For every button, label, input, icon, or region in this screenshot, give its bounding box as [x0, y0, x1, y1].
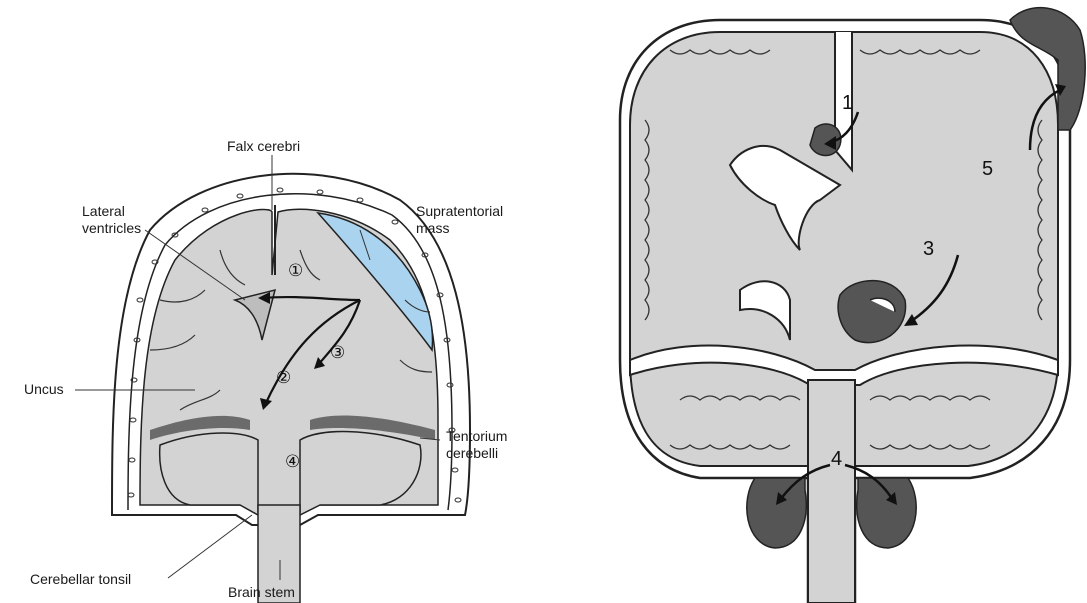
label-uncus: Uncus — [24, 381, 64, 398]
left-brain-cross-section — [0, 0, 560, 603]
marker-5: 5 — [982, 158, 993, 181]
label-cerebellar-tonsil: Cerebellar tonsil — [30, 571, 131, 588]
label-falx-cerebri: Falx cerebri — [227, 138, 300, 155]
marker-circled-2: ② — [276, 368, 291, 388]
label-tentorium-2: cerebelli — [446, 445, 498, 462]
right-figure: 1 3 4 5 — [590, 0, 1087, 603]
label-supratentorial-1: Supratentorial — [416, 203, 503, 220]
herniation-4-right — [857, 478, 916, 548]
marker-1: 1 — [842, 92, 853, 115]
marker-circled-3: ③ — [330, 343, 345, 363]
left-figure: Falx cerebri Lateral ventricles Supraten… — [0, 0, 560, 603]
right-brain-schematic — [590, 0, 1087, 603]
label-brain-stem: Brain stem — [228, 584, 295, 601]
herniation-4-left — [747, 478, 806, 548]
right-brain-stem — [808, 380, 855, 603]
marker-4: 4 — [831, 448, 842, 471]
label-lateral-ventricles-2: ventricles — [82, 220, 141, 237]
label-lateral-ventricles-1: Lateral — [82, 203, 125, 220]
label-supratentorial-2: mass — [416, 220, 449, 237]
label-tentorium-1: Tentorium — [446, 428, 507, 445]
marker-circled-4: ④ — [285, 452, 300, 472]
marker-circled-1: ① — [288, 261, 303, 281]
marker-3: 3 — [923, 238, 934, 261]
